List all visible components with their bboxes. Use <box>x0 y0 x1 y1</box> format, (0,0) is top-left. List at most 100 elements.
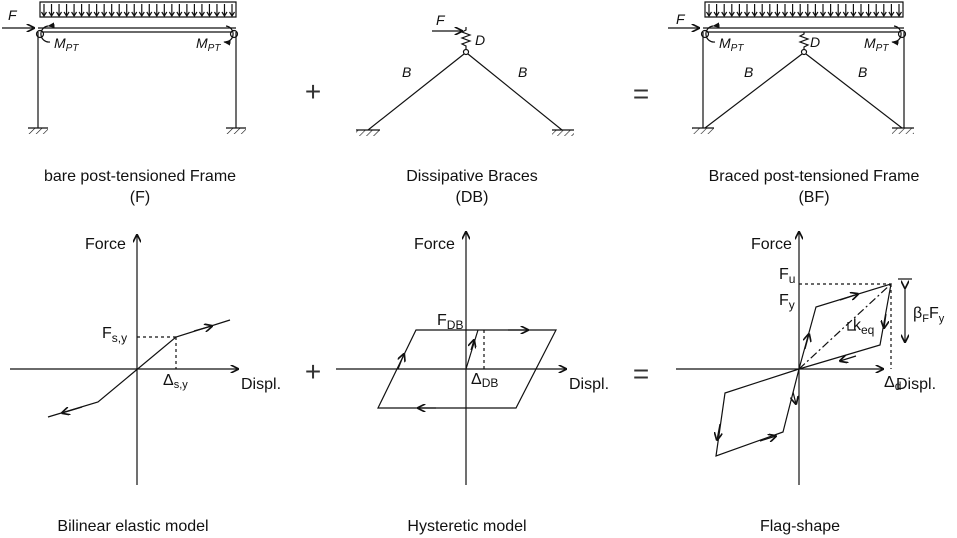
load-arrow-head <box>805 12 810 16</box>
flag-keq-label: keq <box>853 317 874 337</box>
load-arrow-head <box>102 12 107 16</box>
brace-apex-hinge <box>464 50 469 55</box>
load-arrow-head <box>214 12 219 16</box>
frame-moment-left: MPT <box>54 35 79 54</box>
load-arrow-head <box>72 12 77 16</box>
load-arrow-head <box>132 12 137 16</box>
braced-right-support-hatch <box>892 128 914 134</box>
right-brace <box>468 54 562 130</box>
load-arrow-head <box>79 12 84 16</box>
hysteretic-ddb-label: ΔDB <box>471 371 498 390</box>
flag-arrow-2 <box>884 314 886 328</box>
hysteretic-arrow-left <box>398 354 404 369</box>
bilinear-force-label: Force <box>85 236 126 253</box>
load-arrow-head <box>184 12 189 16</box>
load-arrow-head <box>139 12 144 16</box>
load-arrow-head <box>87 12 92 16</box>
load-arrow-head <box>798 12 803 16</box>
load-arrow-head <box>722 12 727 16</box>
braces-tag: (DB) <box>456 189 489 206</box>
braced-right-brace <box>806 54 902 128</box>
damper-label: D <box>475 32 485 48</box>
right-support-hatch <box>226 128 246 134</box>
load-arrow-head <box>783 12 788 16</box>
load-arrow-head <box>207 12 212 16</box>
load-arrow-head <box>57 12 62 16</box>
flag-force-label: Force <box>751 236 792 253</box>
right-brace-label: B <box>518 64 527 80</box>
load-arrow-head <box>752 12 757 16</box>
dissipative-braces-diagram <box>356 27 574 136</box>
load-arrow-head <box>162 12 167 16</box>
brace-right-support-hatch <box>552 130 574 136</box>
braced-load-arrows <box>707 4 902 16</box>
load-arrow-head <box>147 12 152 16</box>
hysteretic-plot <box>336 232 566 485</box>
load-arrow-head <box>714 12 719 16</box>
load-arrow-head <box>828 12 833 16</box>
flag-fy-label: Fy <box>779 292 795 312</box>
brace-force-label: F <box>436 12 446 28</box>
left-support-hatch <box>28 128 48 134</box>
load-arrow-head <box>729 12 734 16</box>
load-arrow-head <box>707 12 712 16</box>
load-arrow-head <box>889 12 894 16</box>
braced-damper-label: D <box>810 34 820 50</box>
flag-arrow-6 <box>717 424 720 440</box>
hysteretic-fdb-label: FDB <box>437 312 463 332</box>
frame-caption: bare post-tensioned Frame <box>44 168 236 185</box>
load-arrow-head <box>192 12 197 16</box>
bilinear-caption: Bilinear elastic model <box>57 518 208 535</box>
braced-tag: (BF) <box>798 189 829 206</box>
flag-arrow-5 <box>760 436 776 441</box>
braced-caption: Braced post-tensioned Frame <box>709 168 920 185</box>
bilinear-arrow-lower <box>62 407 82 413</box>
load-arrow-head <box>836 12 841 16</box>
braced-load-box <box>705 2 903 17</box>
top-plus-sign: + <box>305 76 321 107</box>
flag-lower-loop <box>716 369 799 456</box>
load-arrow-head <box>49 12 54 16</box>
bilinear-fsy-label: Fs,y <box>102 325 127 345</box>
load-arrow-head <box>881 12 886 16</box>
braced-moment-left: MPT <box>719 35 744 54</box>
load-arrow-head <box>199 12 204 16</box>
load-arrow-head <box>117 12 122 16</box>
top-equals-sign: = <box>633 78 649 109</box>
load-arrow-head <box>760 12 765 16</box>
flag-secant-line <box>799 284 891 369</box>
load-arrow-head <box>109 12 114 16</box>
flag-caption: Flag-shape <box>760 518 840 535</box>
braced-apex-hinge <box>802 50 807 55</box>
load-arrow-head <box>767 12 772 16</box>
left-brace <box>368 54 464 130</box>
load-arrow-head <box>64 12 69 16</box>
flag-fu-label: Fu <box>779 266 795 286</box>
load-arrow-head <box>874 12 879 16</box>
brace-left-support-hatch <box>356 130 380 136</box>
load-arrow-head <box>177 12 182 16</box>
flag-arrow-7 <box>840 356 856 361</box>
hysteretic-caption: Hysteretic model <box>407 518 526 535</box>
load-arrow-head <box>866 12 871 16</box>
load-arrow-head <box>737 12 742 16</box>
hysteretic-force-label: Force <box>414 236 455 253</box>
bilinear-arrow-upper <box>194 326 212 331</box>
load-arrow-head <box>775 12 780 16</box>
braced-right-moment <box>891 26 901 46</box>
braced-force-label: F <box>676 11 686 27</box>
distributed-load-arrows <box>42 4 235 16</box>
braced-moment-right: MPT <box>864 35 889 54</box>
load-arrow-head <box>42 12 47 16</box>
load-arrow-head <box>813 12 818 16</box>
load-arrow-head <box>154 12 159 16</box>
bilinear-displ-label: Displ. <box>241 376 281 393</box>
braced-right-hinge <box>899 31 906 38</box>
hysteretic-displ-label: Displ. <box>569 376 609 393</box>
frame-force-label: F <box>8 7 18 23</box>
flag-arrow-1 <box>840 294 858 300</box>
load-arrow-head <box>94 12 99 16</box>
braces-caption: Dissipative Braces <box>406 168 538 185</box>
flag-shape-plot <box>676 232 912 485</box>
